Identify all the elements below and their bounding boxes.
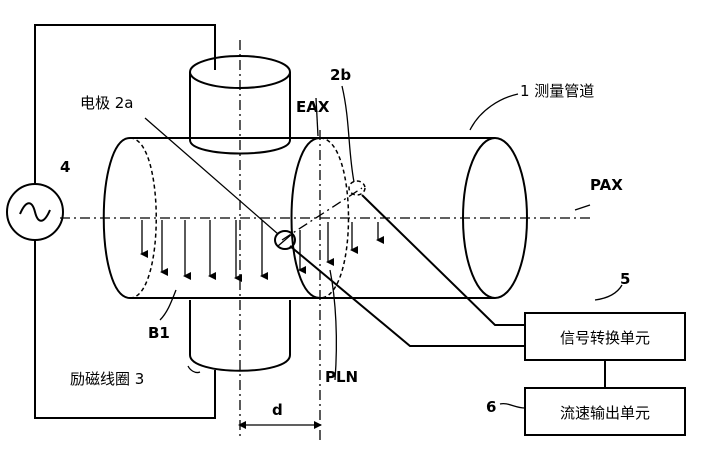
- electrode-2b-label: 2b: [330, 66, 351, 84]
- magnetic-field-arrows: [140, 220, 384, 282]
- converter-number: 5: [620, 270, 630, 288]
- power-wiring: [34, 24, 216, 419]
- distance-label: d: [272, 401, 283, 419]
- electrode-2a: [274, 230, 296, 250]
- lower-coil: [189, 300, 291, 372]
- signal-wires: [289, 194, 623, 409]
- flow-output-label: 流速输出单元: [560, 404, 650, 422]
- flow-output-box: 流速输出单元: [524, 387, 686, 436]
- electrode-2a-label: 电极 2a: [80, 94, 134, 112]
- b1-label: B1: [148, 324, 170, 342]
- pax-label: PAX: [590, 176, 623, 194]
- pln-label: PLN: [325, 368, 358, 386]
- leader-lines: [144, 85, 591, 381]
- ac-power-source: [6, 183, 64, 241]
- signal-converter-label: 信号转换单元: [560, 329, 650, 347]
- signal-converter-box: 信号转换单元: [524, 312, 686, 361]
- axes: [60, 40, 590, 440]
- coil-label: 励磁线圈 3: [70, 370, 144, 388]
- output-number: 6: [486, 398, 496, 416]
- measurement-pipe: [102, 137, 528, 299]
- eax-label: EAX: [296, 98, 330, 116]
- power-source-number: 4: [60, 158, 70, 176]
- eax-line: [281, 187, 363, 241]
- electrode-2b: [348, 180, 366, 196]
- pipe-label: 1 测量管道: [520, 82, 594, 100]
